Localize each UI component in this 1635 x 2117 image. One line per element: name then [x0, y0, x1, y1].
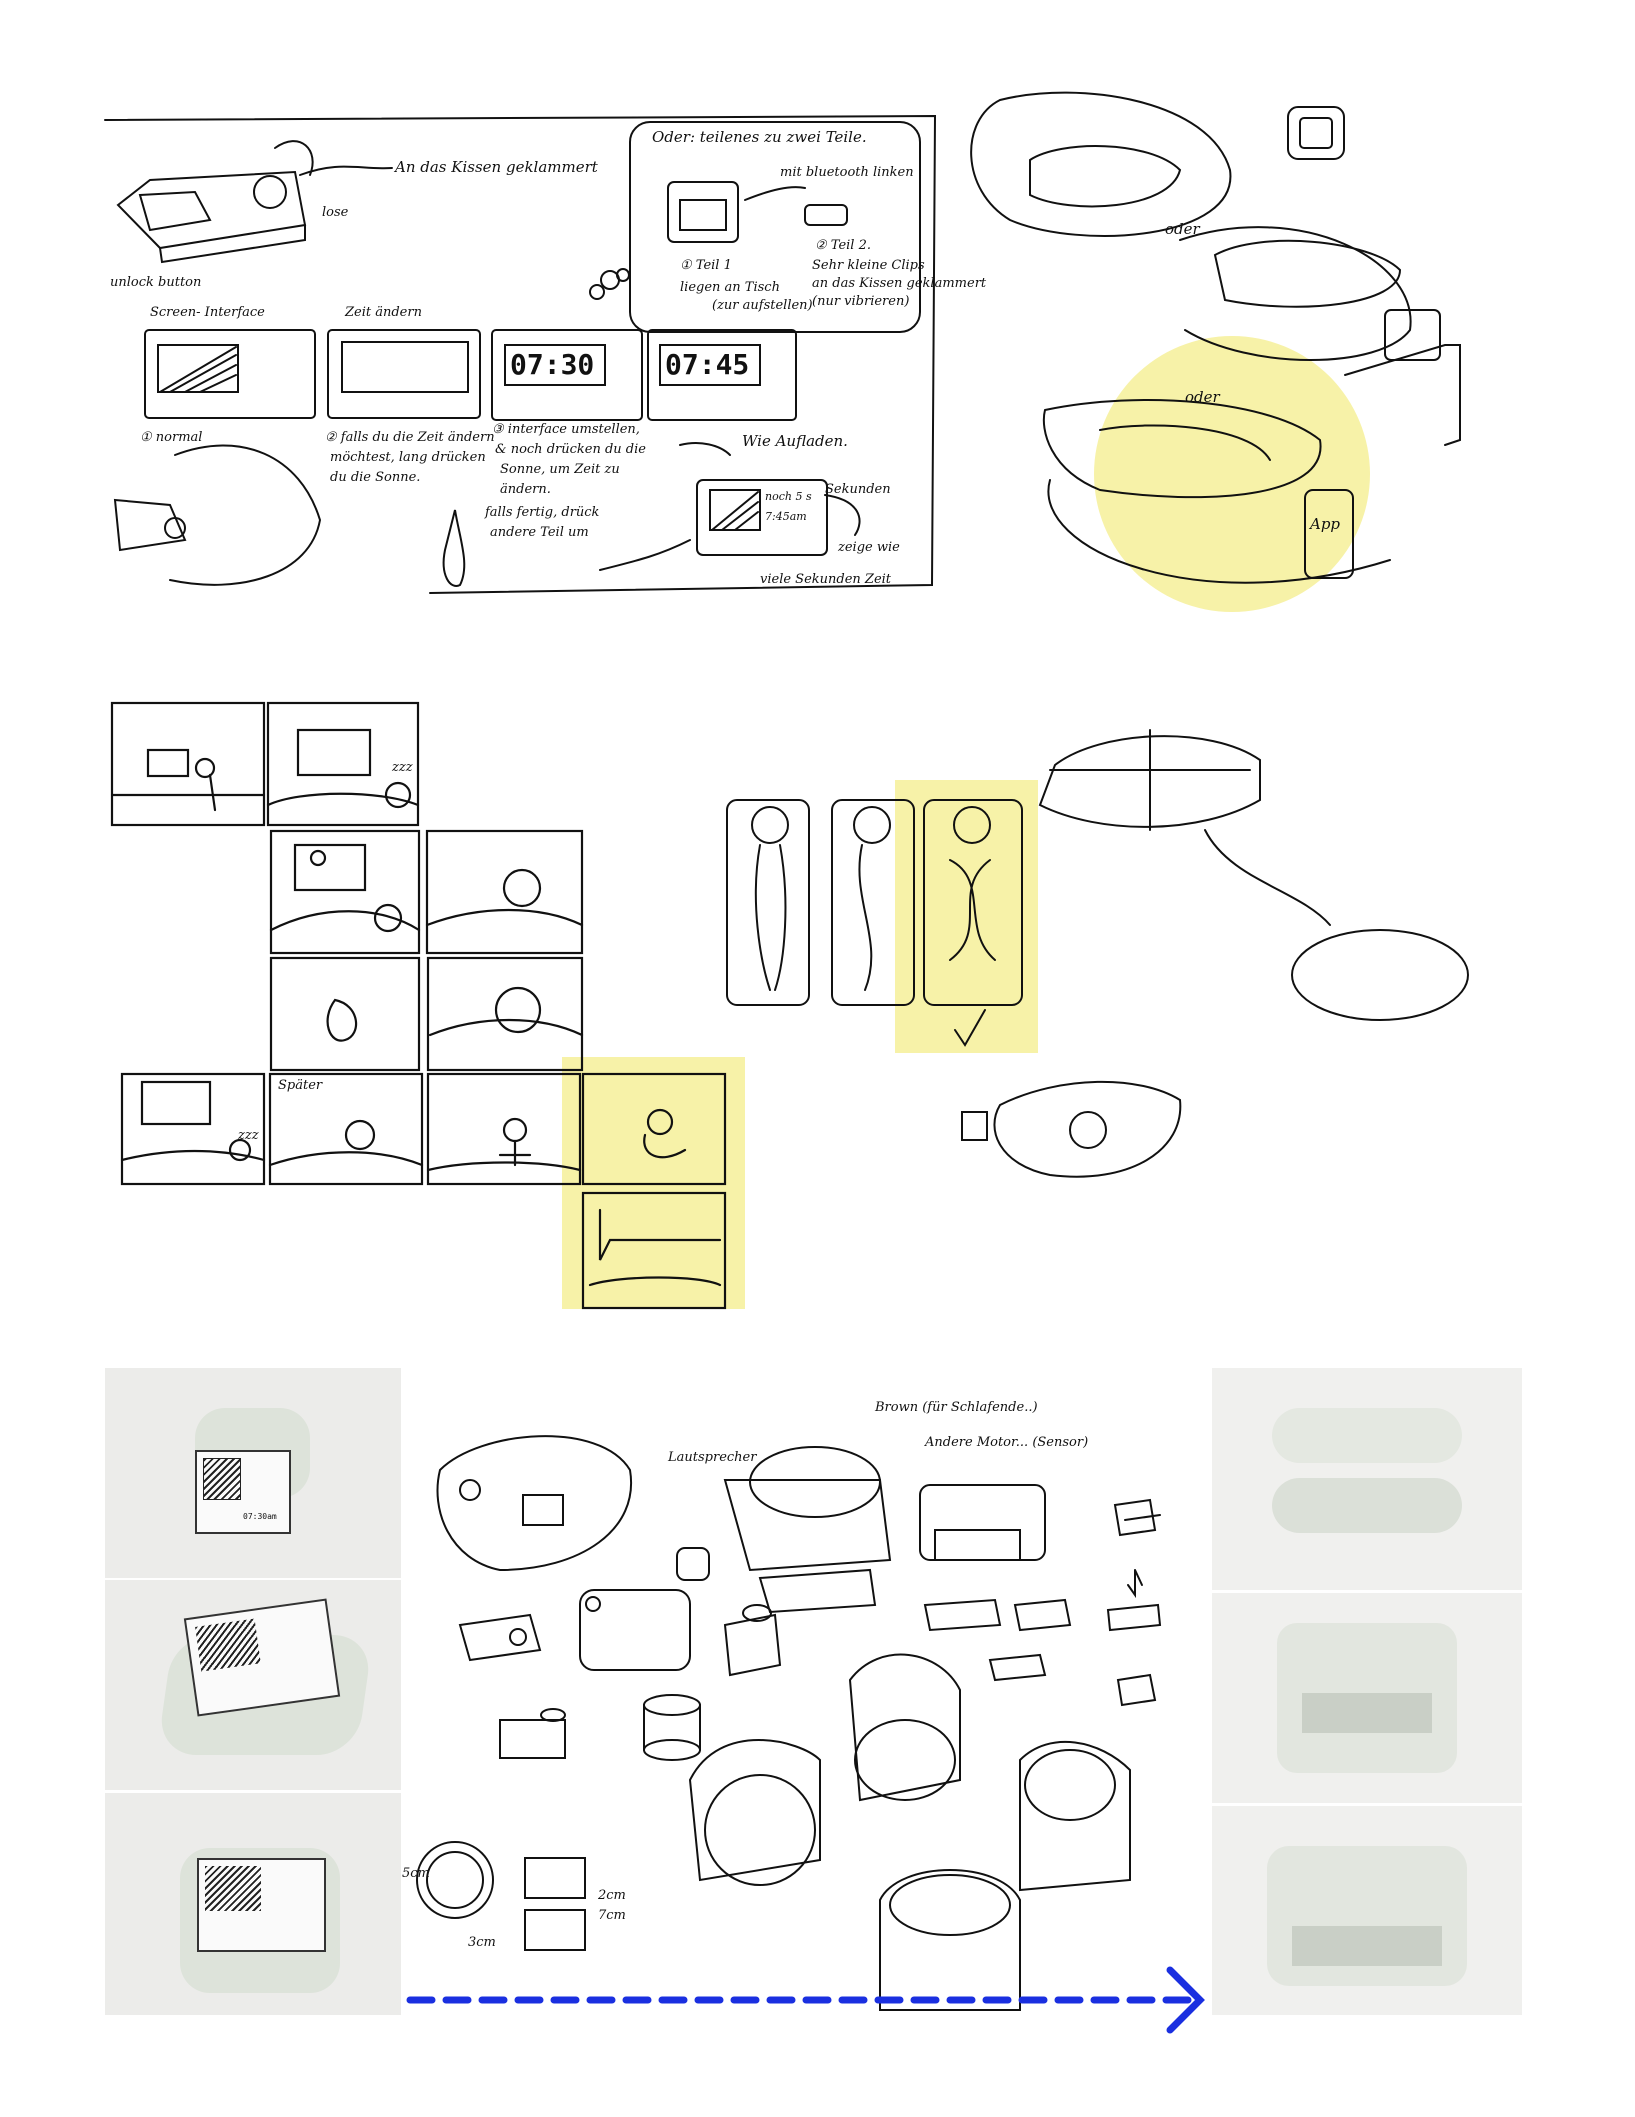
foam-layer-bottom-1 — [1272, 1478, 1462, 1533]
photo-foam-1 — [1212, 1368, 1522, 1590]
photo-foam-3 — [1212, 1806, 1522, 2015]
photo-foam-2 — [1212, 1593, 1522, 1803]
foam-layer-top-1 — [1272, 1408, 1462, 1463]
